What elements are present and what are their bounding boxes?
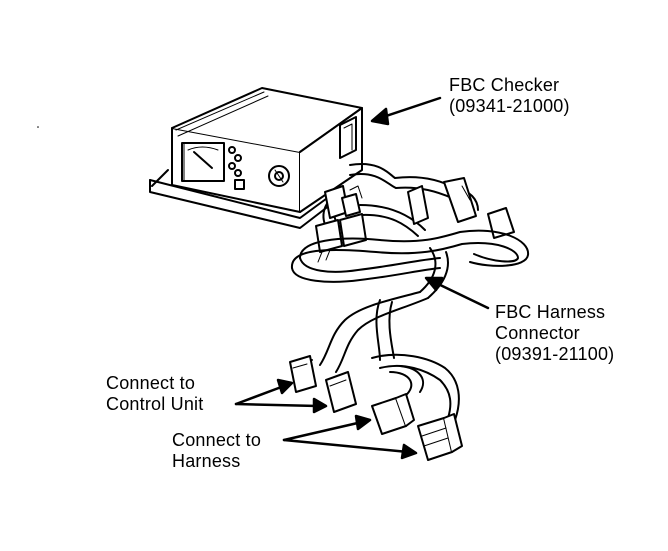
fbc-harness-label-line3: (09391-21100) xyxy=(495,344,615,364)
harness-connectors xyxy=(371,393,463,461)
connect-harness-label: Connect to Harness xyxy=(172,430,261,472)
speck xyxy=(37,126,39,128)
fbc-checker-label: FBC Checker (09341-21000) xyxy=(449,75,570,117)
lower-harness-branches xyxy=(298,291,460,421)
control-unit-label-line2: Control Unit xyxy=(106,394,204,414)
fbc-harness-label-line1: FBC Harness xyxy=(495,302,606,322)
fbc-harness-connector-label: FBC Harness Connector (09391-21100) xyxy=(495,302,614,365)
connect-control-unit-label: Connect to Control Unit xyxy=(106,373,203,415)
fbc-harness-label-line2: Connector xyxy=(495,323,580,343)
control-unit-connectors xyxy=(289,355,357,413)
fbc-checker-label-line1: FBC Checker xyxy=(449,75,560,95)
fbc-checker-label-line2: (09341-21000) xyxy=(449,96,570,116)
leader-arrows xyxy=(234,96,490,460)
harness-label-line1: Connect to xyxy=(172,430,262,450)
fbc-checker-unit xyxy=(149,87,363,229)
checker-side-connectors xyxy=(315,177,515,263)
harness-label-line2: Harness xyxy=(172,451,241,471)
control-unit-label-line1: Connect to xyxy=(106,373,196,393)
harness-loop xyxy=(290,229,530,299)
